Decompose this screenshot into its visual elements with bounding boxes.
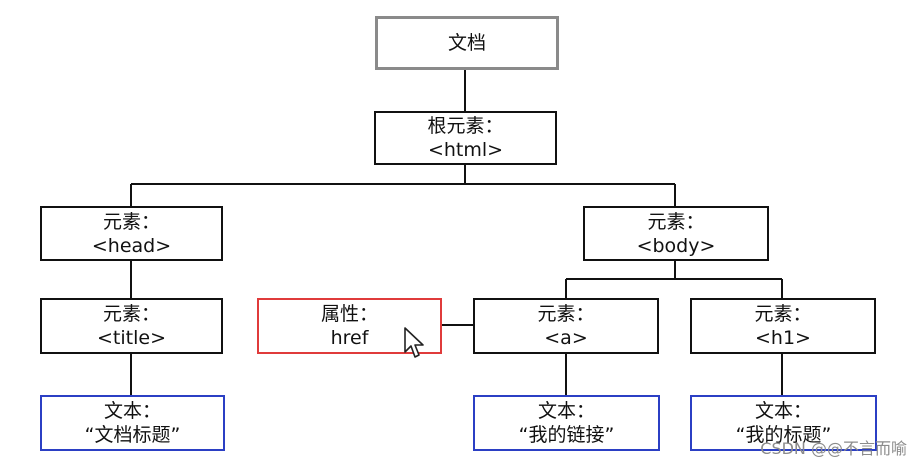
node-text-title-label: 文本： xyxy=(103,400,161,422)
node-h1-label: 元素： xyxy=(754,303,812,325)
node-head-tag: <head> xyxy=(91,234,172,257)
node-h1-tag: <h1> xyxy=(755,327,811,349)
node-document-label: 文档 xyxy=(447,32,486,54)
node-root-label: 根元素： xyxy=(427,115,504,137)
node-text-title: 文本： “文档标题” xyxy=(40,395,225,451)
node-a-element: 元素： <a> xyxy=(473,298,659,354)
node-body-element: 元素： <body> xyxy=(583,206,769,261)
node-document: 文档 xyxy=(375,16,559,70)
watermark-text: CSDN @@不言而喻 xyxy=(760,439,907,458)
node-text-h1-label: 文本： xyxy=(754,400,812,422)
node-a-label: 元素： xyxy=(537,303,595,325)
node-root-element: 根元素： <html> xyxy=(374,111,557,165)
node-text-title-value: “文档标题” xyxy=(84,424,181,446)
node-attribute-label: 属性： xyxy=(320,303,378,325)
node-root-tag: <html> xyxy=(427,139,504,161)
node-a-tag: <a> xyxy=(544,327,588,349)
node-body-tag: <body> xyxy=(636,234,716,257)
node-body-label: 元素： xyxy=(647,210,705,233)
node-text-h1: 文本： “我的标题” xyxy=(690,395,877,451)
node-attribute-name: href xyxy=(330,327,369,349)
node-title-tag: <title> xyxy=(97,327,166,349)
node-head-label: 元素： xyxy=(102,210,160,233)
node-head-element: 元素： <head> xyxy=(40,206,223,261)
node-text-link-label: 文本： xyxy=(537,400,595,422)
node-h1-element: 元素： <h1> xyxy=(690,298,876,354)
node-title-label: 元素： xyxy=(102,303,160,325)
node-text-link-value: “我的链接” xyxy=(518,424,615,446)
mouse-pointer-icon xyxy=(404,327,424,358)
node-text-link: 文本： “我的链接” xyxy=(473,395,660,451)
node-title-element: 元素： <title> xyxy=(40,298,223,354)
node-text-h1-value: “我的标题” xyxy=(735,424,832,446)
